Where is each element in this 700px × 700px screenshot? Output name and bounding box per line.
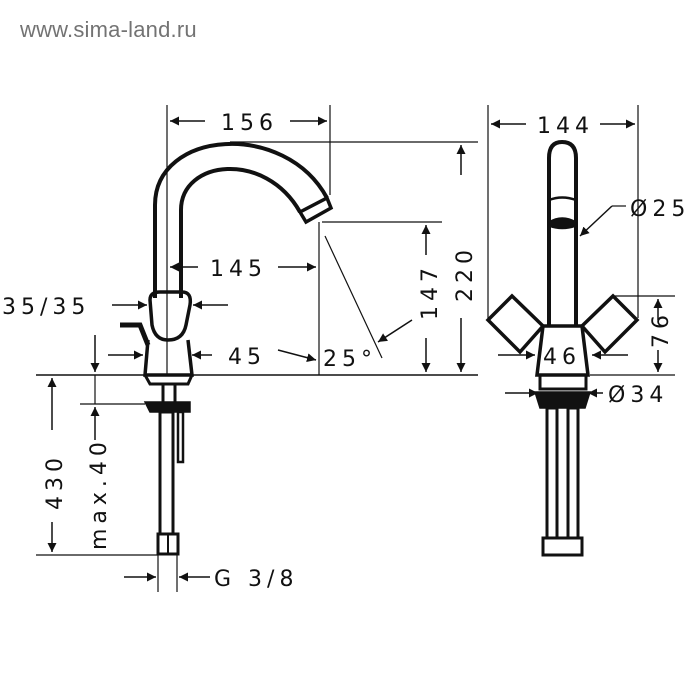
- side-view: [36, 105, 478, 592]
- dim-handle-height: 76: [649, 310, 674, 348]
- dim-hose-length: 430: [43, 453, 68, 510]
- dim-body-width-side: 45: [228, 345, 266, 370]
- dim-connection-thread: G 3/8: [214, 567, 298, 592]
- dim-total-width: 144: [537, 114, 594, 139]
- dim-spout-diameter: Ø25: [630, 197, 690, 222]
- front-view: [485, 105, 675, 557]
- dim-handle-sizes: 35/35: [2, 295, 90, 320]
- dim-spout-reach-inner: 145: [210, 257, 267, 282]
- dim-spout-reach-outer: 156: [221, 111, 278, 136]
- dim-total-height: 220: [453, 245, 478, 302]
- watermark: www.sima-land.ru: [20, 17, 197, 42]
- dim-max-deck-thickness: max.40: [87, 437, 112, 550]
- dim-outlet-height: 147: [418, 263, 443, 320]
- dim-spout-angle: 25°: [323, 347, 377, 372]
- dim-body-width-front: 46: [543, 345, 581, 370]
- dim-base-diameter: Ø34: [608, 383, 668, 408]
